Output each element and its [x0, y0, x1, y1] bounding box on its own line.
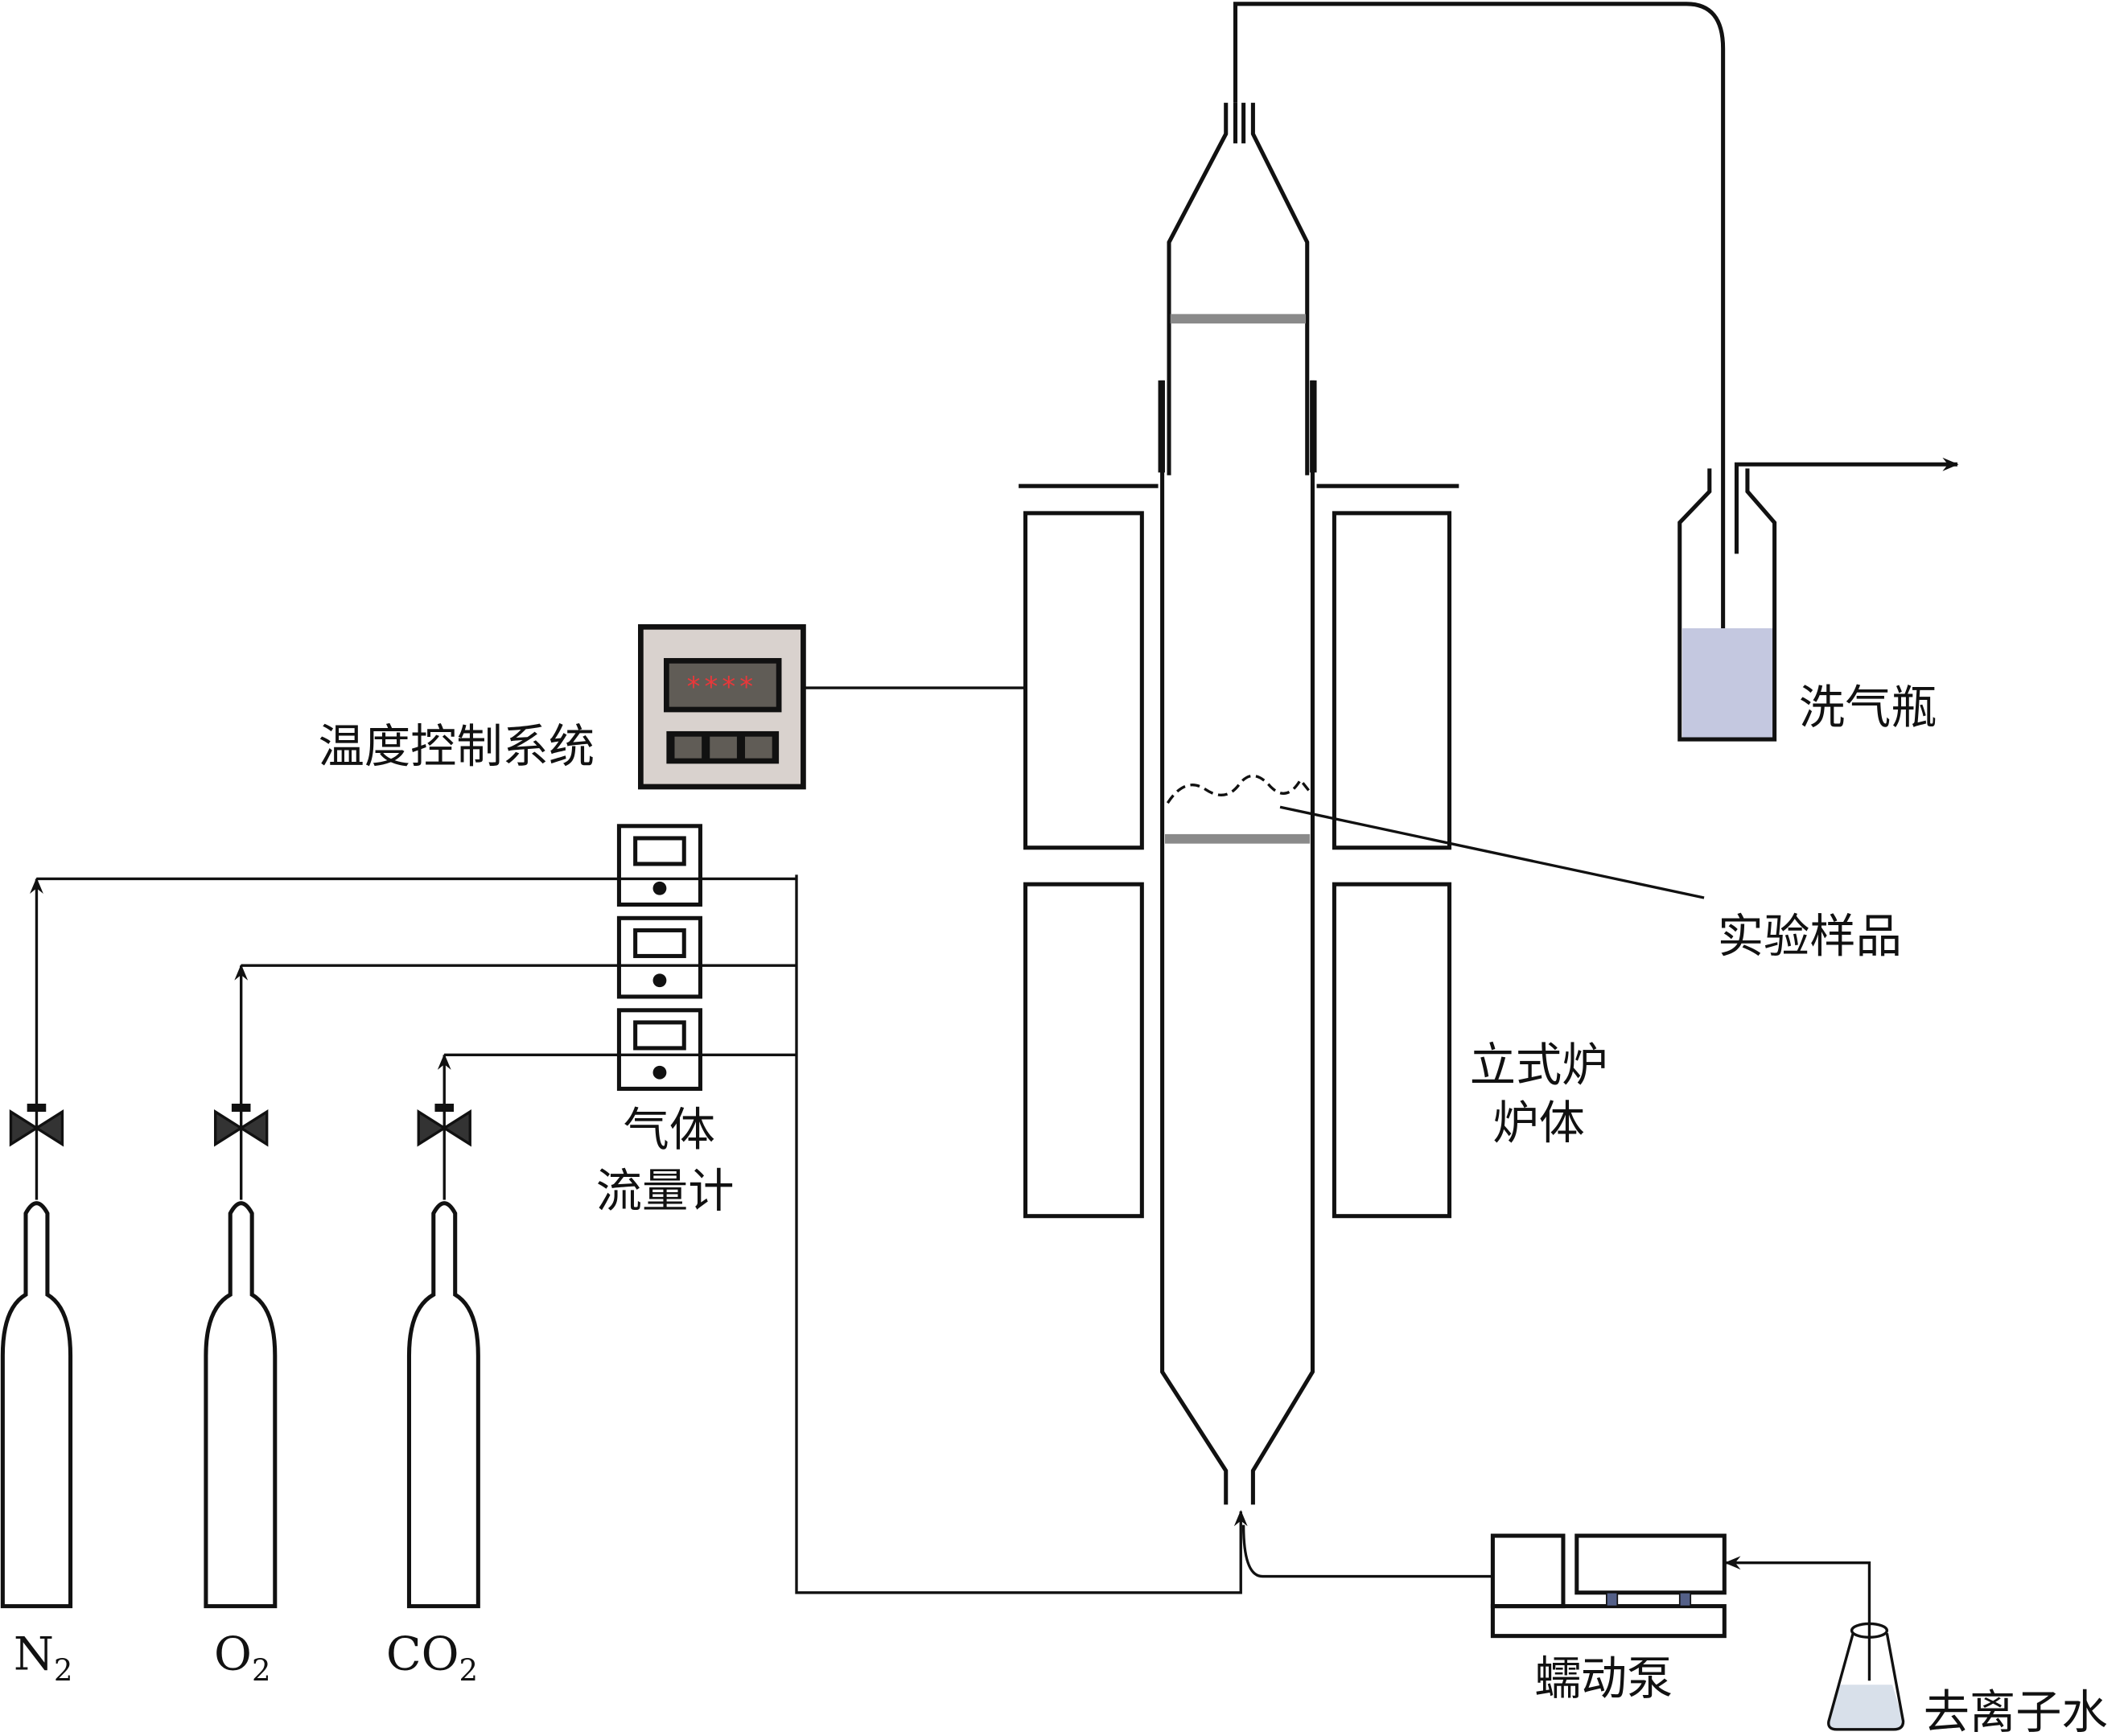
label-sample: 实验样品	[1718, 910, 1902, 963]
label-o2: O2	[214, 1628, 270, 1688]
cylinder-o2	[204, 1201, 278, 1609]
furnace-body	[1019, 483, 1459, 1219]
display-readout: ****	[687, 671, 758, 702]
temperature-controller: ****	[638, 623, 806, 790]
cylinder-n2	[0, 1201, 73, 1609]
exhaust-pipe	[1233, 2, 1726, 685]
label-water: 去离子水	[1924, 1686, 2108, 1736]
label-furnace-line2: 炉体	[1492, 1097, 1584, 1150]
water-flask	[1827, 1622, 1905, 1731]
gas-main-line	[795, 874, 1248, 1594]
label-n2: N2	[14, 1628, 73, 1688]
label-flowmeter-line1: 气体	[623, 1104, 714, 1157]
label-gas-washing-bottle: 洗气瓶	[1799, 681, 1937, 734]
label-pump: 蠕动泵	[1535, 1652, 1673, 1705]
label-temperature-control: 温度控制系统	[319, 721, 595, 774]
peristaltic-pump	[1490, 1533, 1727, 1639]
gas-washing-bottle	[1677, 457, 1959, 742]
reactor-tube	[1158, 102, 1317, 1505]
sample-leader-line	[1279, 805, 1705, 899]
label-flowmeter-line2: 流量计	[596, 1165, 735, 1218]
label-co2: CO2	[386, 1628, 478, 1688]
label-furnace-line1: 立式炉	[1470, 1039, 1608, 1092]
water-line	[1724, 1556, 1871, 1681]
cylinder-co2	[406, 1201, 480, 1609]
flowmeters	[616, 824, 702, 1091]
sample-material	[1166, 774, 1313, 804]
